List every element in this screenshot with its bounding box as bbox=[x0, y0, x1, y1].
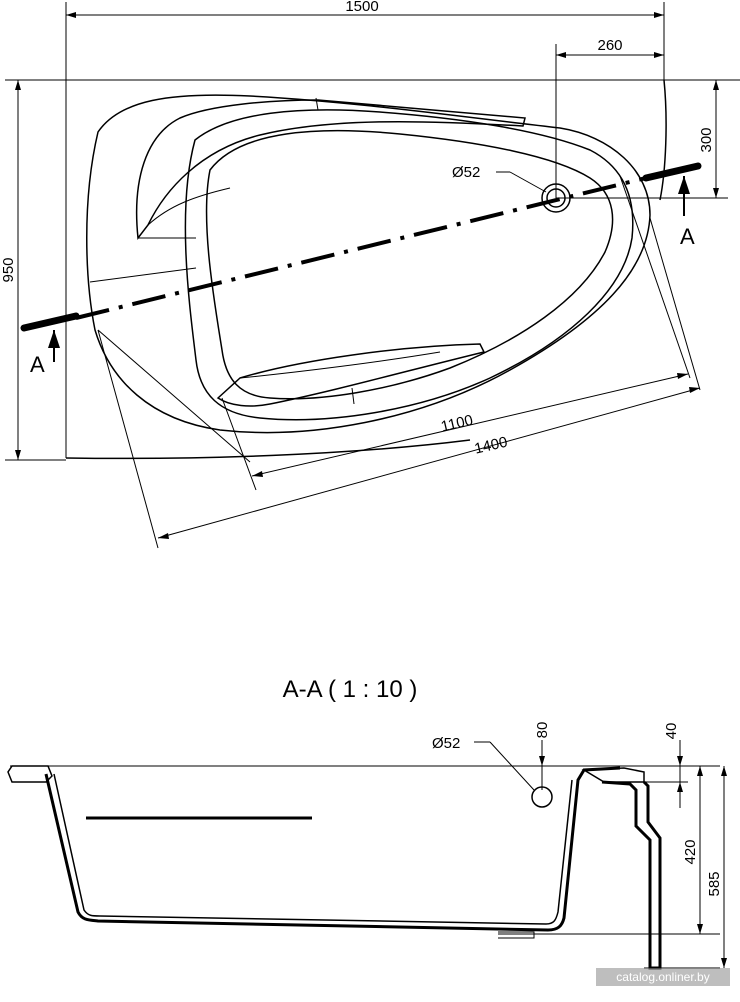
watermark: catalog.onliner.by bbox=[596, 968, 730, 986]
dim-total-width: 1500 bbox=[345, 0, 378, 15]
dim-outer-length-line bbox=[157, 387, 701, 539]
section-marker-right: A bbox=[680, 224, 695, 249]
dim-depth: 420 bbox=[682, 839, 699, 864]
section-arrow-right-icon bbox=[678, 176, 690, 216]
tub-inner-rim bbox=[184, 109, 634, 421]
dim-drain-offset-x: 260 bbox=[597, 37, 622, 54]
armrest bbox=[216, 343, 486, 407]
drain-icon bbox=[541, 183, 571, 213]
section-drain-diameter: Ø52 bbox=[432, 735, 460, 752]
section-tub-body bbox=[44, 766, 621, 932]
tub-basin bbox=[205, 129, 614, 400]
dim-rim: 40 bbox=[663, 723, 680, 740]
dim-inner-length: 1100 bbox=[439, 412, 474, 436]
dim-total-height: 585 bbox=[706, 871, 723, 896]
drain-diameter-label: Ø52 bbox=[452, 164, 480, 181]
section-marker-left: A bbox=[30, 352, 45, 377]
dim-total-depth: 950 bbox=[0, 257, 17, 282]
svg-text:catalog.onliner.by: catalog.onliner.by bbox=[616, 970, 709, 984]
section-title: A-A ( 1 : 10 ) bbox=[283, 676, 418, 703]
dim-inner-length-line bbox=[251, 373, 689, 477]
dim-drain-offset-y: 300 bbox=[698, 127, 715, 152]
tub-outer-rim bbox=[86, 94, 651, 434]
dim-outer-length: 1400 bbox=[473, 434, 509, 458]
plan-view: 1500 950 260 300 bbox=[0, 0, 740, 549]
dim-drain-height: 80 bbox=[534, 722, 551, 739]
section-arrow-left-icon bbox=[48, 330, 60, 362]
headrest bbox=[135, 99, 526, 240]
section-left-rim bbox=[7, 765, 53, 783]
section-right-rim bbox=[581, 767, 645, 783]
section-apron bbox=[601, 780, 662, 970]
section-cut-line bbox=[75, 176, 647, 320]
section-view: A-A ( 1 : 10 ) Ø52 80 40 bbox=[7, 676, 727, 970]
